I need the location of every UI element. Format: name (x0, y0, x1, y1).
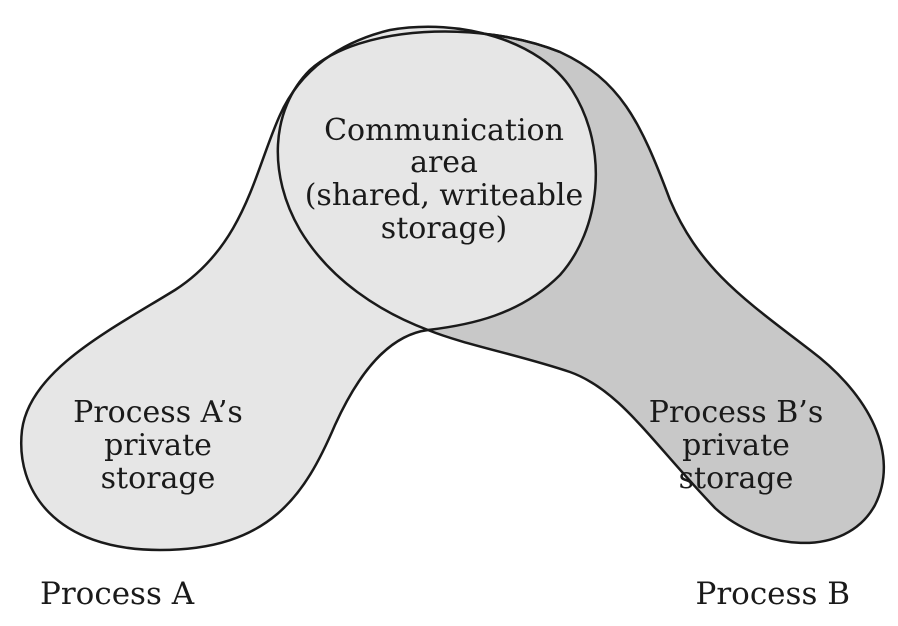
process-a-storage-line-2: private (104, 428, 212, 463)
shared-area-line-1: Communication (324, 113, 564, 148)
process-b-outline-overlay (276, 30, 561, 332)
process-b-storage-line-3: storage (679, 461, 794, 496)
process-b-label: Process B (695, 576, 850, 612)
process-a-storage-region (19, 25, 597, 552)
process-a-storage-line-3: storage (101, 461, 216, 496)
shared-area-line-4: storage) (381, 211, 507, 246)
process-b-storage-line-1: Process B’s (649, 395, 823, 430)
shared-area-line-3: (shared, writeable (305, 178, 584, 213)
shared-area-line-2: area (410, 145, 478, 180)
process-a-storage-line-1: Process A’s (73, 395, 243, 430)
process-a-label: Process A (40, 576, 195, 612)
process-b-storage-line-2: private (682, 428, 790, 463)
